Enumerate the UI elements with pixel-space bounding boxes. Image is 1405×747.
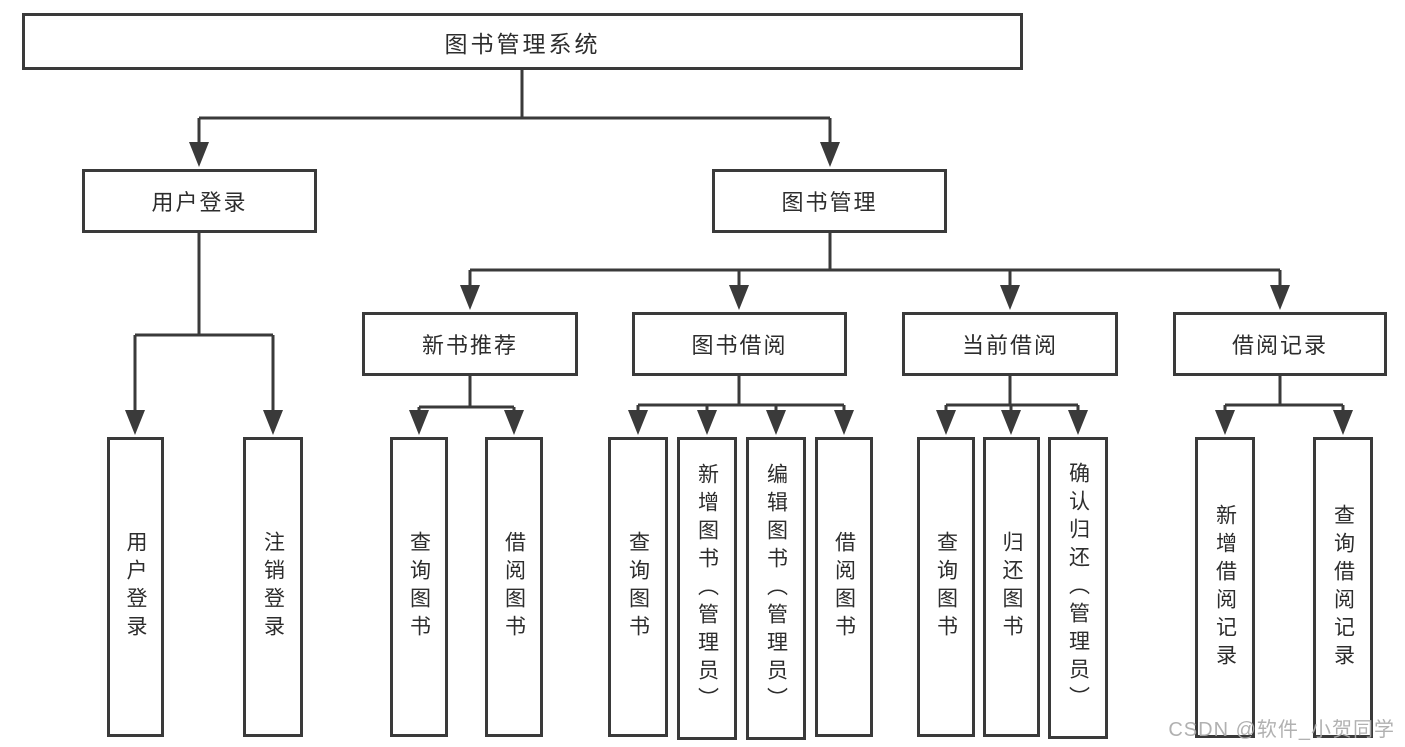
leaf-records-query-borrow-record: 查询借阅记录 <box>1313 437 1373 738</box>
node-user-login: 用户登录 <box>82 169 317 233</box>
node-root: 图书管理系统 <box>22 13 1023 70</box>
node-root-label: 图书管理系统 <box>444 30 601 57</box>
leaf-recommend-query-books: 查询图书 <box>390 437 448 737</box>
leaf-borrow-edit-books-admin: 编辑图书（管理员） <box>746 437 806 740</box>
leaf-logout-login: 注销登录 <box>243 437 303 737</box>
leaf-current-return-books: 归还图书 <box>983 437 1040 737</box>
arrowhead-icon <box>504 410 524 435</box>
leaf-records-query-borrow-record-label: 查询借阅记录 <box>1331 503 1355 672</box>
node-book-management-label: 图书管理 <box>781 190 878 215</box>
arrowhead-icon <box>936 410 956 435</box>
node-book-borrowing-label: 图书借阅 <box>691 333 788 358</box>
leaf-borrow-edit-books-admin-label: 编辑图书（管理员） <box>764 462 788 715</box>
leaf-current-return-books-label: 归还图书 <box>1000 531 1023 643</box>
leaf-recommend-query-books-label: 查询图书 <box>407 531 431 643</box>
arrowhead-icon <box>460 285 480 310</box>
node-current-borrowing-label: 当前借阅 <box>961 333 1058 358</box>
node-book-management: 图书管理 <box>712 169 947 233</box>
arrowhead-icon <box>820 142 840 167</box>
leaf-borrow-add-books-admin: 新增图书（管理员） <box>677 437 737 740</box>
leaf-borrow-borrow-books-label: 借阅图书 <box>832 531 856 643</box>
node-book-borrowing: 图书借阅 <box>632 312 847 376</box>
connector-borrowing-records-to-leaves <box>1223 376 1345 417</box>
leaf-user-login: 用户登录 <box>107 437 164 737</box>
leaf-user-login-label: 用户登录 <box>124 531 147 643</box>
arrowhead-icon <box>1068 410 1088 435</box>
arrowhead-icon <box>766 410 786 435</box>
arrowhead-icon <box>189 142 209 167</box>
leaf-borrow-query-books: 查询图书 <box>608 437 668 737</box>
arrowhead-icon <box>263 410 283 435</box>
arrowhead-icon <box>1270 285 1290 310</box>
connector-root-to-level2 <box>197 70 832 150</box>
leaf-borrow-borrow-books: 借阅图书 <box>815 437 873 737</box>
arrowhead-icon <box>1001 410 1021 435</box>
connector-book-management-to-level3 <box>468 232 1282 292</box>
arrowhead-icon <box>628 410 648 435</box>
arrowhead-icon <box>409 410 429 435</box>
leaf-current-confirm-return-admin-label: 确认归还（管理员） <box>1066 462 1090 714</box>
leaf-records-add-borrow-record-label: 新增借阅记录 <box>1213 503 1237 672</box>
leaf-logout-login-label: 注销登录 <box>261 531 285 643</box>
leaf-borrow-add-books-admin-label: 新增图书（管理员） <box>695 462 719 715</box>
node-new-book-recommend-label: 新书推荐 <box>421 333 518 358</box>
leaf-recommend-borrow-books-label: 借阅图书 <box>502 531 526 643</box>
leaf-current-query-books-label: 查询图书 <box>934 531 958 643</box>
arrowhead-icon <box>729 285 749 310</box>
node-borrowing-records-label: 借阅记录 <box>1231 333 1328 358</box>
connector-new-book-recommend-to-leaves <box>417 376 516 417</box>
leaf-current-confirm-return-admin: 确认归还（管理员） <box>1048 437 1108 739</box>
arrowhead-icon <box>697 410 717 435</box>
arrowhead-icon <box>1215 410 1235 435</box>
watermark: CSDN @软件_小贺同学 <box>1168 719 1395 741</box>
connector-book-borrowing-to-leaves <box>636 376 846 417</box>
leaf-current-query-books: 查询图书 <box>917 437 975 737</box>
arrowhead-icon <box>834 410 854 435</box>
node-current-borrowing: 当前借阅 <box>902 312 1118 376</box>
arrowhead-icon <box>1333 410 1353 435</box>
leaf-recommend-borrow-books: 借阅图书 <box>485 437 543 737</box>
arrowhead-icon <box>1000 285 1020 310</box>
arrowheads <box>125 142 1353 435</box>
connector-user-login-to-leaves <box>133 232 275 417</box>
leaf-records-add-borrow-record: 新增借阅记录 <box>1195 437 1255 738</box>
node-user-login-label: 用户登录 <box>151 190 248 215</box>
node-borrowing-records: 借阅记录 <box>1173 312 1387 376</box>
node-new-book-recommend: 新书推荐 <box>362 312 578 376</box>
leaf-borrow-query-books-label: 查询图书 <box>626 531 650 643</box>
arrowhead-icon <box>125 410 145 435</box>
